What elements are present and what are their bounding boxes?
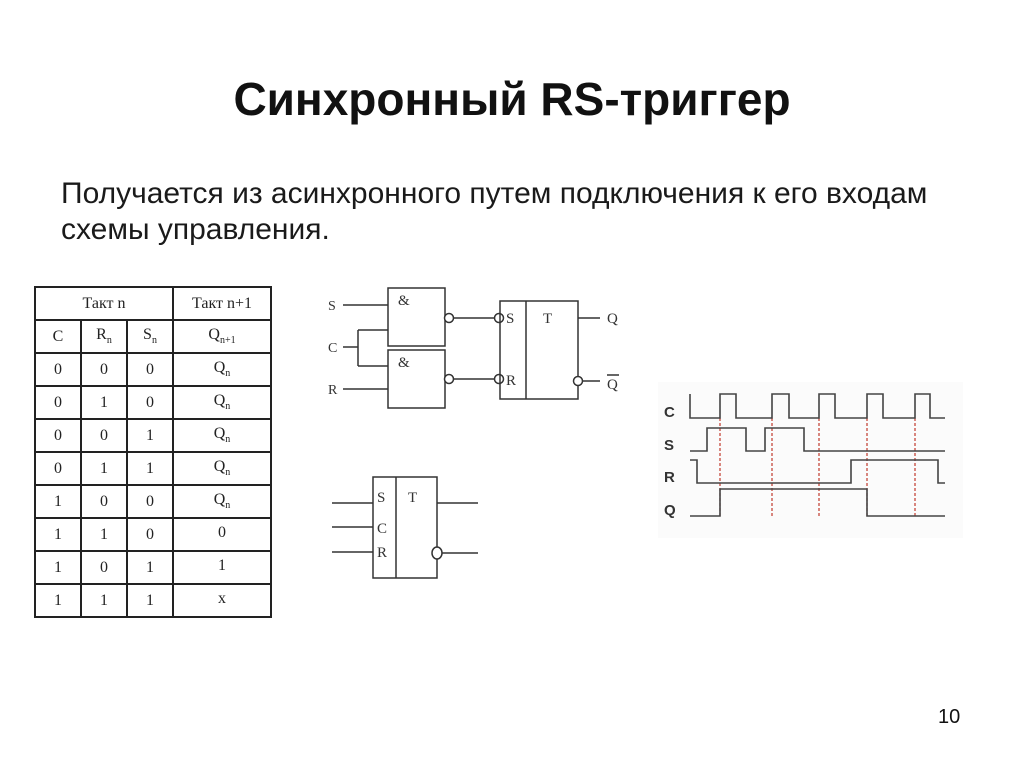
slide-description: Получается из асинхронного путем подключ… bbox=[61, 177, 928, 246]
cell-s: 1 bbox=[126, 550, 174, 585]
nand-gate-top bbox=[387, 287, 446, 347]
cell-q: 1 bbox=[172, 550, 272, 585]
symbol-input-r: R bbox=[377, 545, 387, 561]
cell-s: 0 bbox=[126, 385, 174, 420]
input-label-s: S bbox=[328, 299, 336, 314]
cell-s: 0 bbox=[126, 352, 174, 387]
inversion-bubble bbox=[443, 312, 455, 324]
cell-s: 0 bbox=[126, 484, 174, 519]
waveform-c bbox=[689, 393, 945, 419]
column-header-c: C bbox=[34, 319, 82, 354]
inversion-bubble bbox=[443, 373, 455, 385]
trigger-input-s: S bbox=[506, 311, 514, 327]
input-label-r: R bbox=[328, 383, 338, 398]
timing-label-s: S bbox=[664, 437, 674, 454]
cell-r: 0 bbox=[80, 418, 128, 453]
trigger-label: T bbox=[543, 311, 552, 327]
timing-label-r: R bbox=[664, 469, 675, 486]
waveform-s bbox=[690, 427, 945, 452]
cell-c: 0 bbox=[34, 352, 82, 387]
inversion-bubble bbox=[493, 373, 505, 385]
symbol-label-t: T bbox=[408, 490, 417, 506]
cell-q: Qn bbox=[172, 352, 272, 387]
gate-symbol: & bbox=[398, 355, 410, 371]
inversion-bubble bbox=[431, 546, 443, 560]
timing-label-q: Q bbox=[664, 502, 676, 519]
symbol-input-c: C bbox=[377, 521, 387, 537]
slide-title: Синхронный RS-триггер bbox=[233, 73, 791, 125]
cell-c: 0 bbox=[34, 418, 82, 453]
nand-gate-bottom bbox=[387, 349, 446, 409]
cell-s: 0 bbox=[126, 517, 174, 552]
cell-c: 0 bbox=[34, 451, 82, 486]
output-label-q: Q bbox=[607, 311, 618, 327]
cell-s: 1 bbox=[126, 418, 174, 453]
table-group-header-row: Такт n Такт n+1 bbox=[34, 286, 272, 321]
trigger-input-r: R bbox=[506, 373, 516, 389]
cell-q: Qn bbox=[172, 484, 272, 519]
cell-q: Qn bbox=[172, 451, 272, 486]
column-header-r: Rn bbox=[80, 319, 128, 354]
input-label-c: C bbox=[328, 341, 337, 356]
page-number: 10 bbox=[938, 706, 961, 728]
cell-c: 1 bbox=[34, 517, 82, 552]
cell-s: 1 bbox=[126, 583, 174, 618]
cell-q: Qn bbox=[172, 418, 272, 453]
table-column-header-row: C Rn Sn Qn+1 bbox=[34, 319, 272, 354]
cell-c: 1 bbox=[34, 484, 82, 519]
cell-r: 1 bbox=[80, 583, 128, 618]
cell-c: 1 bbox=[34, 583, 82, 618]
gate-symbol: & bbox=[398, 293, 410, 309]
cell-r: 0 bbox=[80, 352, 128, 387]
timing-label-c: C bbox=[664, 404, 675, 421]
column-header-q: Qn+1 bbox=[172, 319, 272, 354]
cell-c: 1 bbox=[34, 550, 82, 585]
cell-c: 0 bbox=[34, 385, 82, 420]
symbol-input-s: S bbox=[377, 490, 385, 506]
inversion-bubble bbox=[493, 312, 505, 324]
output-label-qbar: Q bbox=[607, 377, 618, 393]
cell-s: 1 bbox=[126, 451, 174, 486]
cell-q: x bbox=[172, 583, 272, 618]
inversion-bubble bbox=[572, 375, 584, 387]
cell-r: 1 bbox=[80, 517, 128, 552]
waveform-r bbox=[690, 459, 945, 484]
cell-q: 0 bbox=[172, 517, 272, 552]
rs-trigger-box bbox=[499, 300, 579, 400]
cell-r: 0 bbox=[80, 484, 128, 519]
group-header-tact-n: Такт n bbox=[34, 286, 174, 321]
group-header-tact-n1: Такт n+1 bbox=[172, 286, 272, 321]
cell-r: 1 bbox=[80, 451, 128, 486]
cell-r: 1 bbox=[80, 385, 128, 420]
waveform-q bbox=[690, 488, 945, 517]
cell-q: Qn bbox=[172, 385, 272, 420]
column-header-s: Sn bbox=[126, 319, 174, 354]
cell-r: 0 bbox=[80, 550, 128, 585]
